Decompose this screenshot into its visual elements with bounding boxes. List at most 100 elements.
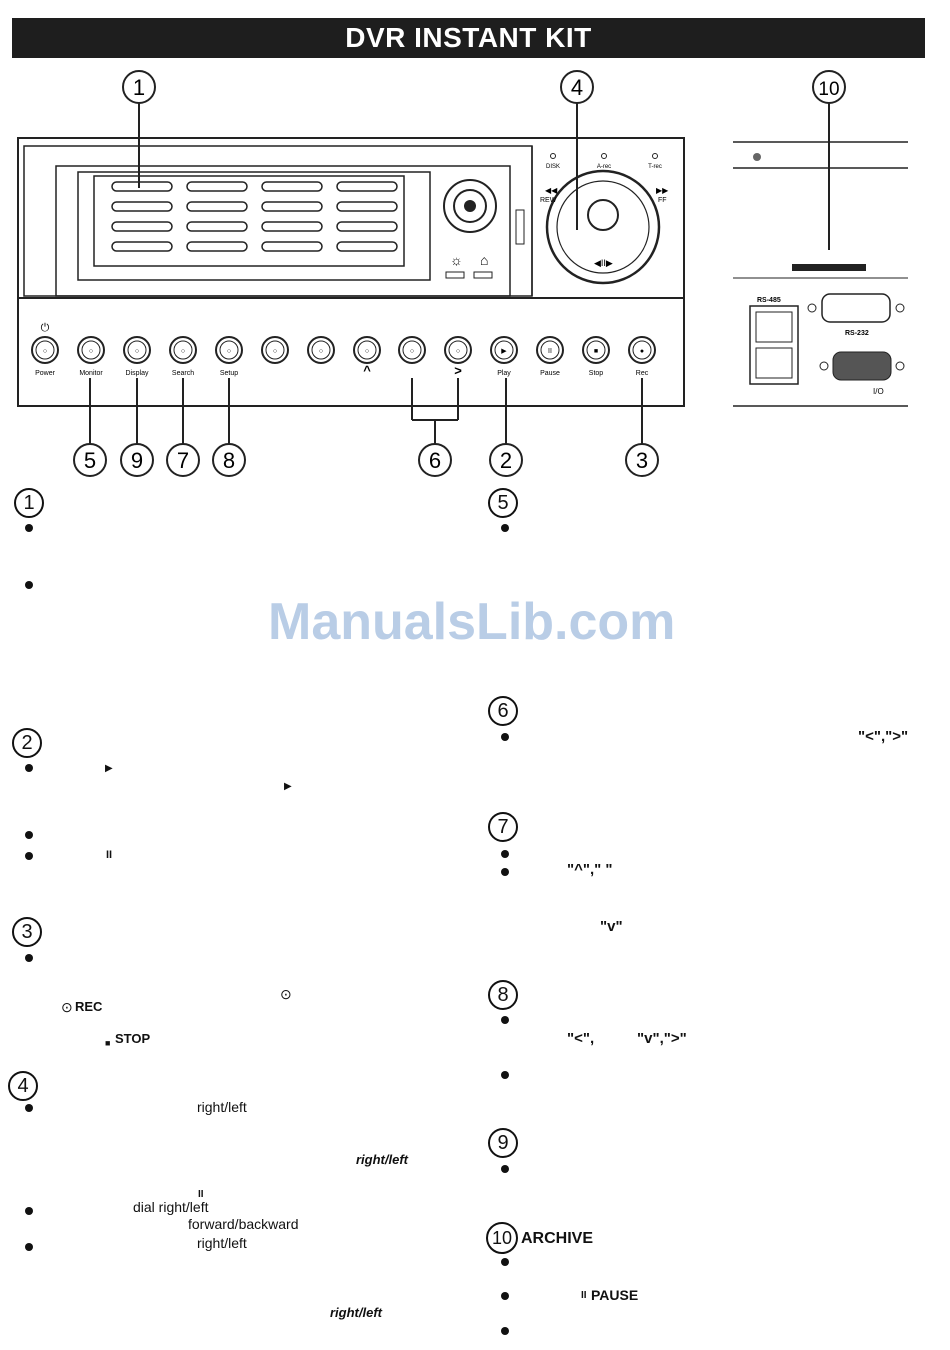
panel-button	[536, 336, 564, 364]
panel-button-ring	[219, 340, 239, 360]
status-led	[601, 153, 607, 159]
panel-button-label: Monitor	[79, 370, 103, 377]
text-forward-backward: forward/backward	[188, 1216, 299, 1232]
vent-slot	[111, 201, 173, 212]
panel-button-ring	[173, 340, 193, 360]
callout-circle	[122, 70, 156, 104]
vent-slot	[336, 181, 398, 192]
power-icon: ⏻	[41, 322, 50, 334]
panel-button-ring	[357, 340, 377, 360]
bullet	[501, 1258, 509, 1266]
bullet	[25, 524, 33, 532]
panel-button-label: Display	[126, 370, 149, 377]
panel-button	[353, 336, 381, 364]
callout-number: 10	[818, 79, 839, 100]
panel-button	[215, 336, 243, 364]
section-1-number: 1	[14, 488, 44, 518]
panel-button-label: Power	[35, 370, 56, 377]
stop-label: STOP	[115, 1031, 151, 1046]
section-8-number: 8	[488, 980, 518, 1010]
panel-button	[307, 336, 335, 364]
play-icon: ▶	[284, 781, 292, 792]
section-7-number: 7	[488, 812, 518, 842]
panel-button	[444, 336, 472, 364]
text-right-left: right/left	[197, 1235, 247, 1251]
vent-slot	[111, 181, 173, 192]
panel-button	[582, 336, 610, 364]
panel-button	[169, 336, 197, 364]
section-9-number: 9	[488, 1128, 518, 1158]
callout-number: 1	[133, 75, 145, 100]
panel-button-label: ^	[363, 363, 371, 378]
bullet	[25, 581, 33, 589]
bullet	[501, 1165, 509, 1173]
svg-text:FF: FF	[658, 197, 667, 204]
panel-button-ring	[448, 340, 468, 360]
callout-number: 4	[571, 75, 583, 100]
panel-button-ring	[265, 340, 285, 360]
callout-circle	[418, 443, 452, 477]
panel-button-glyph: ○	[456, 348, 460, 355]
panel-button-glyph: ○	[227, 348, 231, 355]
bullet	[501, 850, 509, 858]
callout-number: 6	[429, 448, 441, 473]
section-4-number: 4	[8, 1071, 38, 1101]
svg-text:RS-232: RS-232	[845, 330, 869, 337]
svg-text:⌂: ⌂	[480, 252, 488, 268]
panel-button-label: >	[454, 363, 462, 378]
vent-slot	[111, 241, 173, 252]
arrow-keys-symbol: "^"," "	[567, 861, 613, 878]
page-title: DVR INSTANT KIT	[12, 18, 925, 58]
panel-button-glyph: ○	[273, 348, 277, 355]
record-icon: ⊙	[280, 986, 292, 1002]
status-led	[652, 153, 658, 159]
panel-button-glyph: ○	[365, 348, 369, 355]
watermark: ManualsLib.com	[268, 593, 676, 651]
section-6-number: 6	[488, 696, 518, 726]
callout-number: 5	[84, 448, 96, 473]
panel-button	[123, 336, 151, 364]
bullet	[501, 1071, 509, 1079]
panel-button-label: Search	[172, 370, 194, 377]
vent-slot	[336, 241, 398, 252]
panel-button-label: Pause	[540, 370, 560, 377]
bullet	[25, 1104, 33, 1112]
callout-circle	[212, 443, 246, 477]
text-right-left: right/left	[356, 1152, 408, 1167]
panel-button-ring	[35, 340, 55, 360]
panel-button-label: Stop	[589, 370, 604, 377]
vent-slot	[111, 221, 173, 232]
svg-text:I/O: I/O	[873, 387, 884, 396]
panel-button-ring	[494, 340, 514, 360]
play-icon: ▶	[105, 763, 113, 774]
led-label: T-rec	[648, 164, 662, 170]
pause-icon: II	[106, 849, 113, 861]
panel-button-ring	[402, 340, 422, 360]
callout-number: 7	[177, 448, 189, 473]
bullet	[501, 1016, 509, 1024]
panel-button-ring	[586, 340, 606, 360]
panel-button-label: Rec	[636, 370, 649, 377]
callout-number: 3	[636, 448, 648, 473]
panel-button-glyph: ○	[181, 348, 185, 355]
bullet	[25, 764, 33, 772]
panel-button-ring	[81, 340, 101, 360]
callout-number: 9	[131, 448, 143, 473]
archive-heading: ARCHIVE	[521, 1230, 594, 1247]
vent-slot	[186, 181, 248, 192]
panel-button	[398, 336, 426, 364]
led-label: A-rec	[597, 164, 611, 170]
text-dial-right-left: dial right/left	[133, 1199, 209, 1215]
vent-slot	[186, 221, 248, 232]
callout-circle	[120, 443, 154, 477]
vent-slot	[186, 201, 248, 212]
section-5-number: 5	[488, 488, 518, 518]
status-led	[550, 153, 556, 159]
panel-button-label: Play	[497, 370, 511, 377]
panel-button-glyph: ○	[319, 348, 323, 355]
svg-text:◀II▶: ◀II▶	[594, 258, 613, 268]
bullet	[501, 1327, 509, 1335]
panel-button	[628, 336, 656, 364]
rec-label: REC	[75, 999, 103, 1014]
